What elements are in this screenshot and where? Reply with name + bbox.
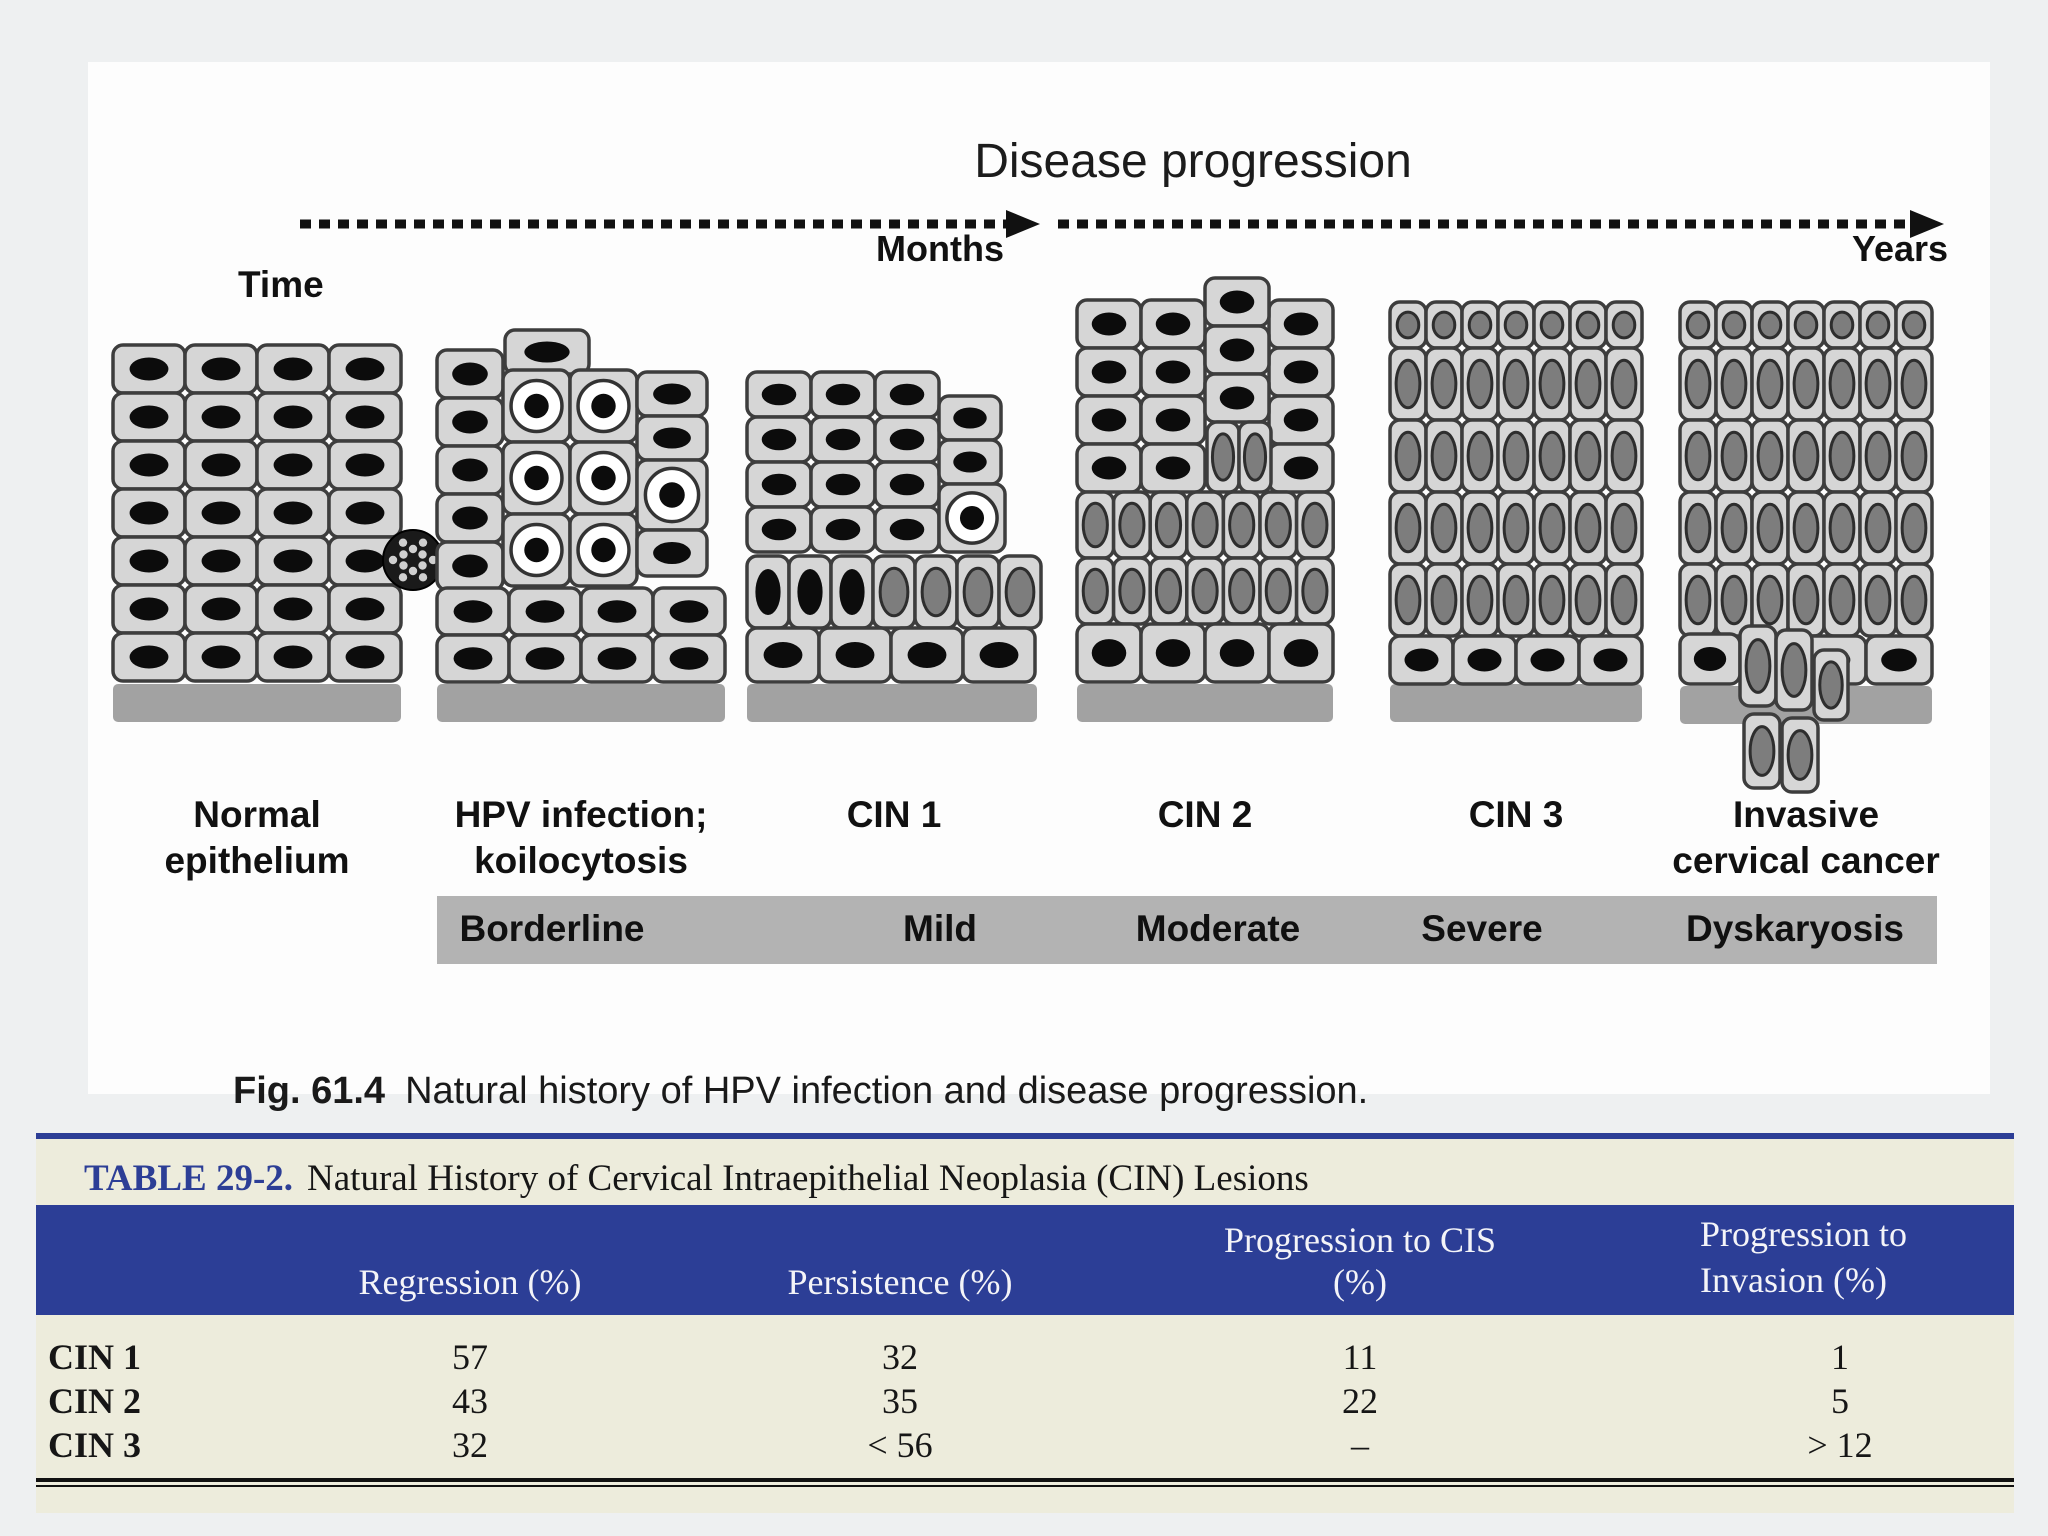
cell-value: 57 — [452, 1337, 488, 1377]
cell-value: < 56 — [867, 1425, 933, 1465]
figure-caption-number: Fig. 61.4 — [233, 1070, 386, 1112]
table-panel: TABLE 29-2. Natural History of Cervical I… — [36, 1133, 2014, 1513]
table-bottom-rule — [36, 1478, 2014, 1487]
cell-value: 43 — [452, 1381, 488, 1421]
row-label: CIN 2 — [48, 1381, 142, 1421]
stage-label-cin-1: CIN 1 — [846, 794, 942, 835]
table-top-rule — [36, 1133, 2014, 1139]
figure-caption: Fig. 61.4 Natural history of HPV infectio… — [233, 1070, 1368, 1113]
cell-value: 22 — [1342, 1381, 1378, 1421]
table-number: TABLE 29-2. — [84, 1158, 294, 1199]
row-label: CIN 1 — [48, 1337, 142, 1377]
cell-value: 1 — [1831, 1337, 1849, 1377]
grade-label-dyskaryosis: Dyskaryosis — [1685, 908, 1905, 949]
stage-label-cin-3: CIN 3 — [1468, 794, 1564, 835]
months-label: Months — [876, 228, 1004, 269]
cell-value: 32 — [882, 1337, 918, 1377]
grade-label-borderline: Borderline — [459, 908, 645, 949]
table-title: TABLE 29-2. Natural History of Cervical I… — [84, 1157, 1309, 1200]
smear-grade-bar: Borderline Mild Moderate Severe Dyskaryosis — [437, 896, 1937, 964]
column-header-persistence: Persistence (%) — [787, 1262, 1013, 1302]
column-header-progression-invasion: Progression to Invasion (%) — [1700, 1214, 1907, 1300]
cell-value: 5 — [1831, 1381, 1849, 1421]
figure-caption-text: Natural history of HPV infection and dis… — [405, 1070, 1369, 1112]
grade-label-severe: Severe — [1421, 908, 1543, 949]
table-header-row: Regression (%) Persistence (%) Progressi… — [36, 1205, 2014, 1315]
cell-value: 32 — [452, 1425, 488, 1465]
years-label: Years — [1851, 228, 1949, 269]
row-label: CIN 3 — [48, 1425, 142, 1465]
table-title-text: Natural History of Cervical Intraepithel… — [307, 1158, 1309, 1199]
cell-value: 11 — [1342, 1337, 1378, 1377]
stage-label-hpv-koilocytosis: HPV infection;koilocytosis — [454, 794, 708, 881]
cell-value: – — [1351, 1425, 1369, 1465]
table-row-cin-2: CIN 2 43 35 22 5 — [36, 1380, 2014, 1424]
stage-label-cin-2: CIN 2 — [1157, 794, 1253, 835]
grade-label-moderate: Moderate — [1135, 908, 1301, 949]
grade-label-mild: Mild — [903, 908, 977, 949]
column-header-progression-cis: Progression to CIS (%) — [1223, 1220, 1497, 1302]
cell-value: 35 — [882, 1381, 918, 1421]
cell-value: > 12 — [1807, 1425, 1873, 1465]
time-axis-label: Time — [238, 264, 324, 305]
column-header-regression: Regression (%) — [358, 1262, 582, 1302]
figure-title: Disease progression — [974, 135, 1412, 188]
table-row-cin-3: CIN 3 32 < 56 – > 12 — [36, 1424, 2014, 1468]
